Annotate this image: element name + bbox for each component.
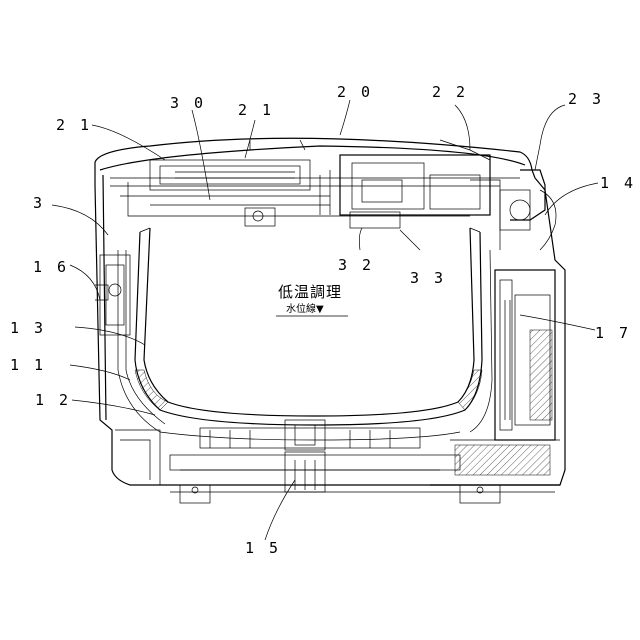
label-21-top: 2 1 — [238, 101, 274, 119]
inscription-line2: 水位線▼ — [286, 302, 324, 315]
label-21-left: 2 1 — [56, 116, 92, 134]
label-23: 2 3 — [568, 90, 604, 108]
label-11: 1 1 — [10, 356, 46, 374]
label-16: 1 6 — [33, 258, 69, 276]
label-22: 2 2 — [432, 83, 468, 101]
bottom-mechanics — [170, 420, 500, 503]
lid — [95, 138, 535, 228]
hinge-assembly — [470, 170, 556, 250]
label-13: 1 3 — [10, 319, 46, 337]
inner-pot — [135, 228, 482, 425]
label-12: 1 2 — [35, 391, 71, 409]
label-32: 3 2 — [338, 256, 374, 274]
label-20: 2 0 — [337, 83, 373, 101]
label-3: 3 — [33, 194, 45, 212]
label-15: 1 5 — [245, 539, 281, 557]
label-33: 3 3 — [410, 269, 446, 287]
label-14: 1 4 — [600, 174, 636, 192]
control-board-area — [450, 270, 560, 475]
inscription-line1: 低温調理 — [278, 283, 342, 301]
label-30: 3 0 — [170, 94, 206, 112]
water-level-inscription: 低温調理 水位線▼ — [276, 283, 348, 316]
label-17: 1 7 — [595, 324, 631, 342]
